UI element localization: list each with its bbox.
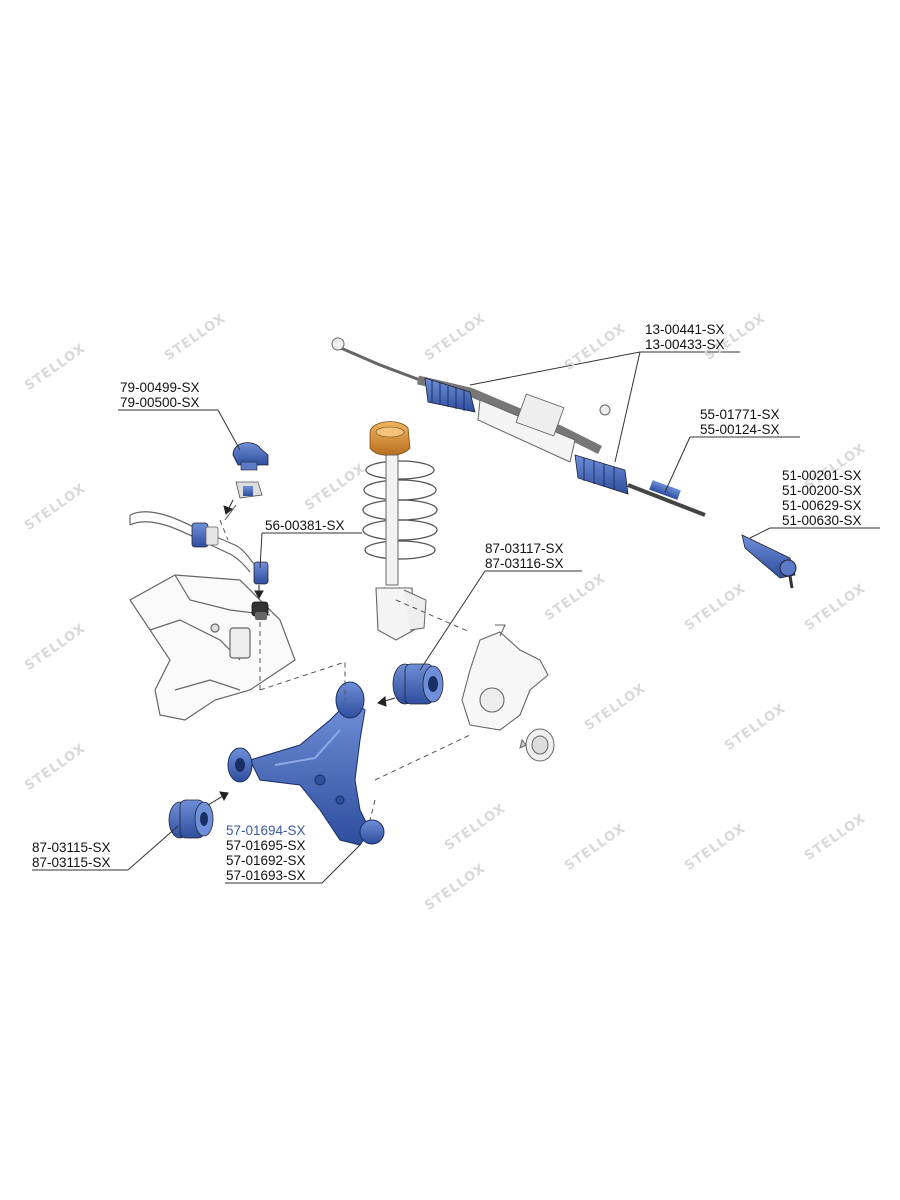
part-number: 51-00201-SX: [782, 468, 862, 483]
part-number: 79-00500-SX: [120, 395, 200, 410]
rack-boot-right: [574, 454, 629, 495]
stabilizer-bush-on-bar: [191, 522, 219, 548]
part-number: 57-01692-SX: [226, 853, 306, 868]
part-number: 51-00630-SX: [782, 513, 862, 528]
wheel-bearing: [519, 728, 555, 762]
arm-bush-rear: [392, 663, 444, 705]
rack-boot-left: [424, 377, 476, 413]
part-number: 87-03115-SX: [32, 855, 111, 870]
part-number: 55-00124-SX: [700, 422, 780, 437]
inner-tie-rod: [627, 480, 706, 517]
part-number: 55-01771-SX: [700, 407, 780, 422]
part-number-highlighted: 57-01694-SX: [226, 823, 306, 838]
part-number: 13-00441-SX: [645, 322, 725, 337]
part-number: 79-00499-SX: [120, 380, 200, 395]
stabilizer-link: [251, 561, 269, 620]
strut-assembly: [362, 421, 438, 641]
control-arm: [227, 681, 385, 846]
part-number: 56-00381-SX: [265, 518, 345, 533]
arm-bush-front: [168, 799, 214, 839]
part-number: 13-00433-SX: [645, 337, 725, 352]
part-number: 57-01695-SX: [226, 838, 306, 853]
assembly-lines: [219, 519, 471, 821]
part-number: 87-03117-SX: [485, 541, 564, 556]
part-number: 87-03115-SX: [32, 840, 111, 855]
part-number: 87-03116-SX: [485, 556, 564, 571]
subframe: [129, 574, 296, 721]
tie-rod-end: [741, 534, 797, 589]
leader-lines: [32, 351, 880, 884]
part-number: 57-01693-SX: [226, 868, 306, 883]
part-number: 51-00629-SX: [782, 498, 862, 513]
stabilizer-bush: [224, 442, 269, 521]
arrows: [207, 499, 396, 806]
part-number: 51-00200-SX: [782, 483, 862, 498]
steering-knuckle: [461, 624, 549, 731]
steering-rack: [331, 337, 629, 495]
